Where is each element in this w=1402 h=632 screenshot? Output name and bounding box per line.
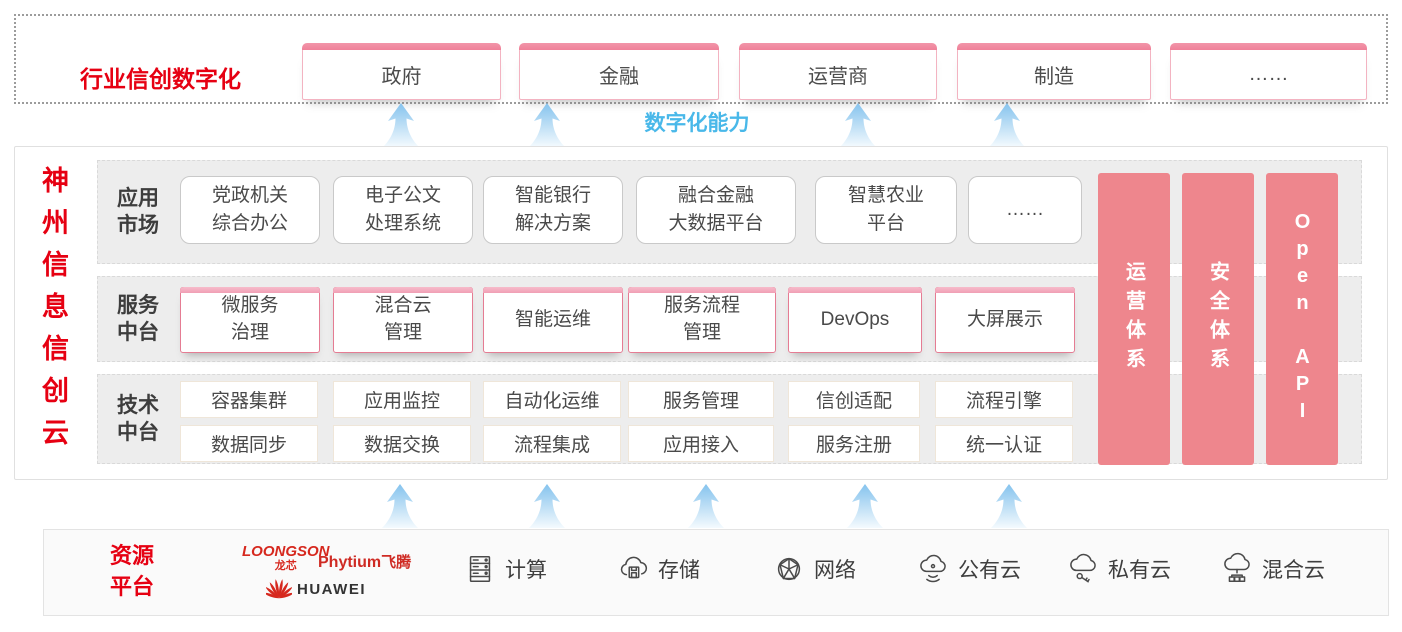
resource-item-hybrid-cloud: 混合云: [1220, 551, 1325, 587]
network-icon: [777, 557, 801, 581]
pillar-open-api: Open API: [1266, 173, 1338, 465]
service-box: 大屏展示: [935, 287, 1075, 353]
huawei-logo: HUAWEI: [266, 577, 366, 601]
tech-box: 应用接入: [628, 425, 774, 462]
compute-icon: [469, 555, 491, 583]
pillar-security-system: 安全体系: [1182, 173, 1254, 465]
tech-box: 应用监控: [333, 381, 471, 418]
industry-box-government: 政府: [302, 43, 501, 100]
service-box: 微服务 治理: [180, 287, 320, 353]
resource-item-public-cloud: 公有云: [916, 551, 1021, 587]
industry-band: 行业信创数字化 政府 金融 运营商 制造 ……: [14, 14, 1388, 104]
hybrid-cloud-icon: [1224, 552, 1250, 583]
up-arrow-icon: [529, 484, 565, 528]
up-arrow-icon: [847, 484, 883, 528]
up-arrow-icon: [989, 103, 1025, 147]
up-arrow-icon: [991, 484, 1027, 528]
service-box: 智能运维: [483, 287, 623, 353]
tech-box: 流程引擎: [935, 381, 1073, 418]
tech-box: 统一认证: [935, 425, 1073, 462]
private-cloud-icon: [1070, 553, 1096, 583]
resource-label: 资源 平台: [110, 543, 155, 599]
industry-box-more: ……: [1170, 43, 1367, 100]
resource-item-storage: 存储: [616, 551, 700, 587]
tech-box: 服务注册: [788, 425, 920, 462]
tech-platform-label: 技术 中台: [117, 394, 159, 445]
app-box: 电子公文 处理系统: [333, 176, 473, 244]
app-box: 融合金融 大数据平台: [636, 176, 796, 244]
app-box: 智慧农业 平台: [815, 176, 957, 244]
tech-box: 容器集群: [180, 381, 318, 418]
up-arrow-icon: [382, 484, 418, 528]
storage-icon: [620, 556, 648, 579]
tech-box: 信创适配: [788, 381, 920, 418]
industry-box-manufacturing: 制造: [957, 43, 1151, 100]
phytium-logo: Phytium飞腾: [318, 554, 412, 571]
app-box-more: ……: [968, 176, 1082, 244]
industry-box-telecom: 运营商: [739, 43, 937, 100]
huawei-flower-icon: [266, 579, 292, 599]
capability-label: 数字化能力: [644, 112, 750, 135]
public-cloud-icon: [920, 554, 946, 583]
resource-item-network: 网络: [772, 551, 856, 587]
tech-box: 数据同步: [180, 425, 318, 462]
loongson-logo: LOONGSON 龙芯: [242, 543, 330, 572]
app-box: 党政机关 综合办公: [180, 176, 320, 244]
tech-box: 流程集成: [483, 425, 621, 462]
tech-box: 服务管理: [628, 381, 774, 418]
resource-panel: [43, 529, 1389, 616]
industry-band-title: 行业信创数字化: [80, 66, 241, 92]
service-platform-label: 服务 中台: [117, 294, 159, 345]
service-box: 服务流程 管理: [628, 287, 776, 353]
industry-box-finance: 金融: [519, 43, 719, 100]
tech-box: 数据交换: [333, 425, 471, 462]
app-market-label: 应用 市场: [117, 187, 159, 238]
up-arrow-icon: [383, 103, 419, 147]
platform-vertical-title: 神州信息信创云: [38, 166, 68, 460]
up-arrow-icon: [688, 484, 724, 528]
tech-box: 自动化运维: [483, 381, 621, 418]
service-box: 混合云 管理: [333, 287, 473, 353]
service-box: DevOps: [788, 287, 922, 353]
pillar-operation-system: 运营体系: [1098, 173, 1170, 465]
resource-item-private-cloud: 私有云: [1066, 551, 1171, 587]
up-arrow-icon: [529, 103, 565, 147]
resource-item-compute: 计算: [463, 551, 547, 587]
up-arrow-icon: [840, 103, 876, 147]
app-box: 智能银行 解决方案: [483, 176, 623, 244]
